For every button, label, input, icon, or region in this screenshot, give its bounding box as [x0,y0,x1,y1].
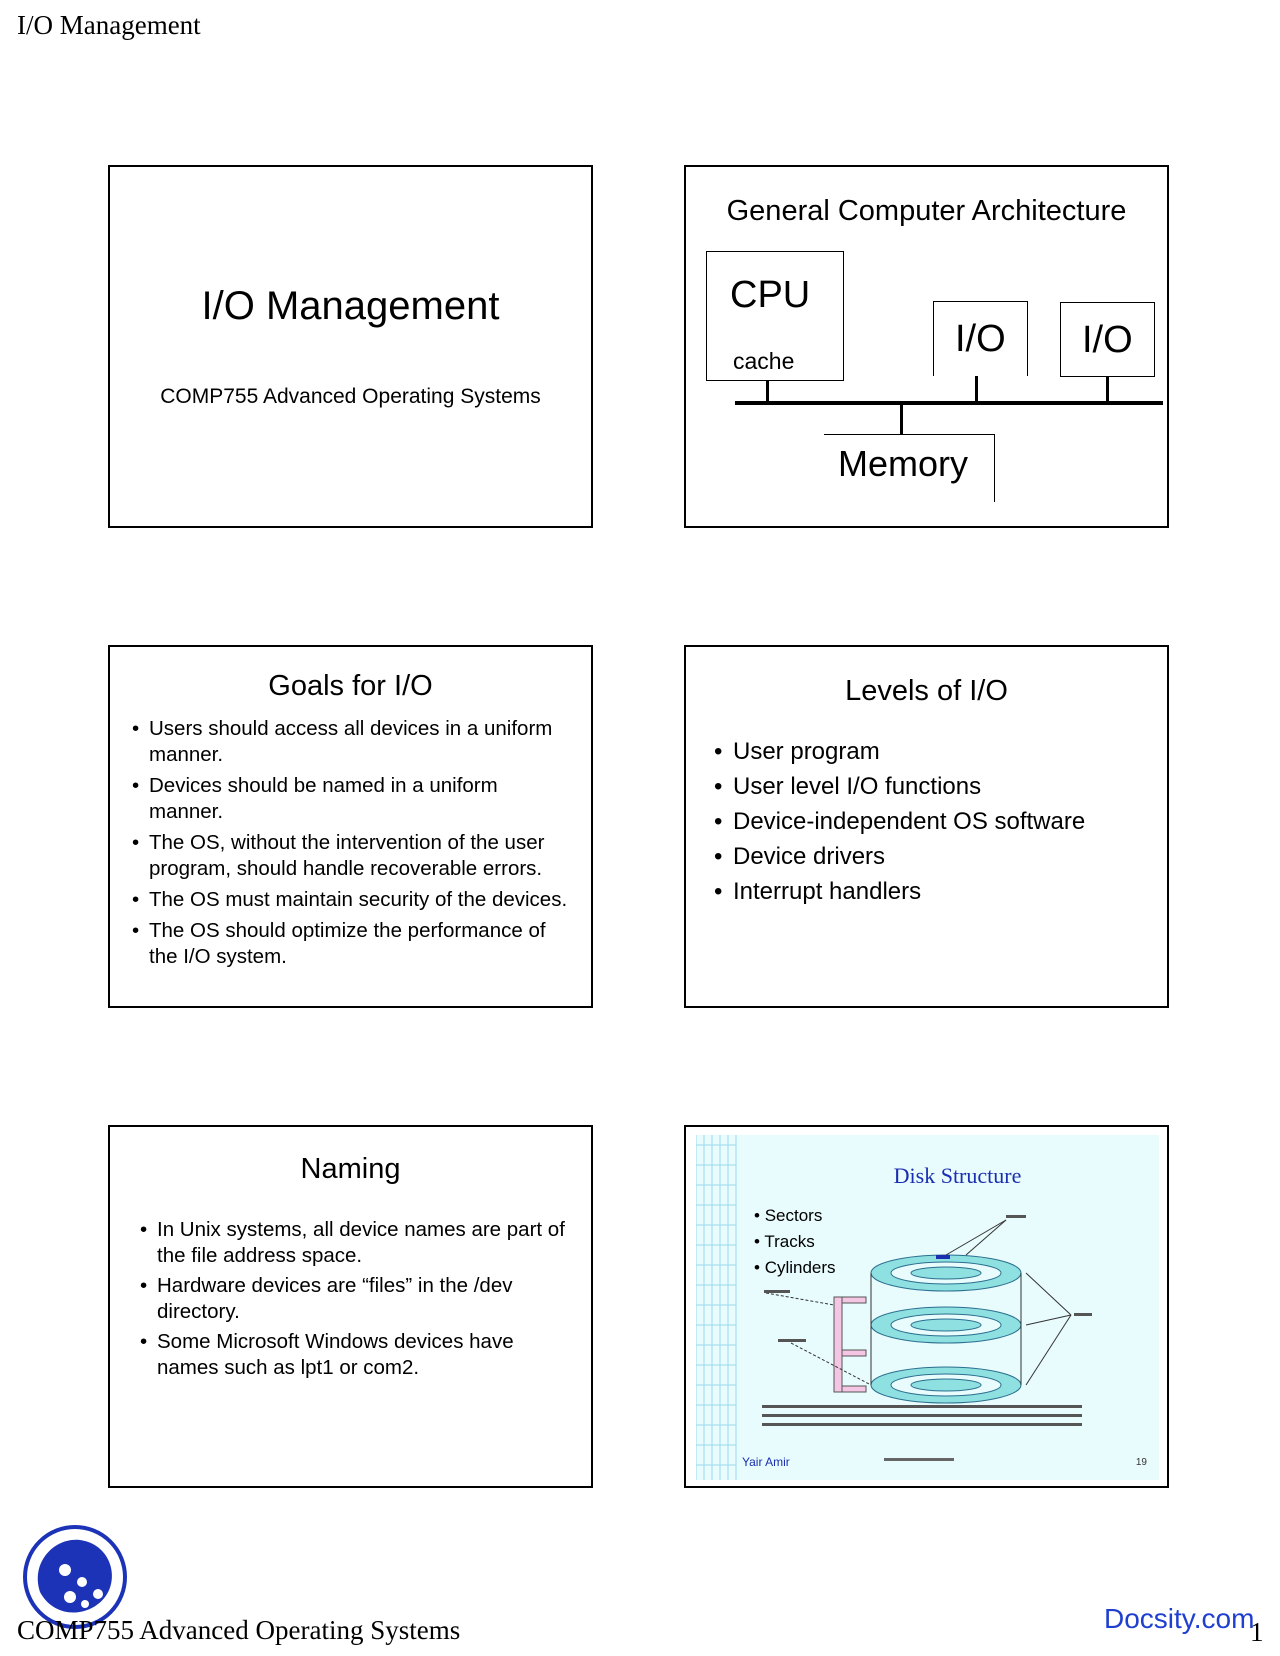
slide-heading: Naming [300,1153,401,1185]
bus-connector [900,404,903,434]
list-item: Cylinders [754,1255,836,1281]
slide-levels: Levels of I/O User program User level I/… [684,645,1169,1008]
slide-heading: Goals for I/O [268,670,433,702]
docsity-brand-link[interactable]: Docsity.com [1104,1603,1255,1634]
list-item: Hardware devices are “files” in the /dev… [138,1273,573,1325]
list-item: The OS must maintain security of the dev… [130,887,573,913]
cpu-box: CPU cache [706,251,844,381]
disk-diagram [696,1135,1092,1480]
list-item: The OS, without the intervention of the … [130,830,573,882]
list-item: In Unix systems, all device names are pa… [138,1217,573,1269]
io-label: I/O [1082,319,1133,361]
illegible-text [884,1458,954,1461]
bus-connector [975,376,978,402]
list-item: User program [714,735,1157,769]
list-item: Device drivers [714,840,1157,874]
slide-heading: I/O Management [201,284,500,328]
slide-disk-structure: Disk Structure Sectors Tracks Cylinders … [684,1125,1169,1488]
io-label: I/O [955,318,1006,360]
cache-label: cache [733,348,795,374]
slide-subtitle: COMP755 Advanced Operating Systems [160,385,541,408]
list-item: Tracks [754,1229,836,1255]
list-item: Device-independent OS software [714,805,1157,839]
slide-architecture: General Computer Architecture CPU cache … [684,165,1169,528]
slide-heading: Levels of I/O [845,675,1008,707]
bullet-list: In Unix systems, all device names are pa… [138,1217,573,1385]
slide-naming: Naming In Unix systems, all device names… [108,1125,593,1488]
list-item: The OS should optimize the performance o… [130,918,573,970]
list-item: Sectors [754,1203,836,1229]
bullet-list: Users should access all devices in a uni… [130,716,573,975]
page-header: I/O Management [17,10,201,40]
disk-structure-image: Disk Structure Sectors Tracks Cylinders … [696,1135,1159,1480]
bus-connector [1106,377,1109,402]
disk-slide-author: Yair Amir [742,1455,790,1469]
bullet-list: User program User level I/O functions De… [714,735,1157,910]
disk-slide-title: Disk Structure [893,1163,1022,1188]
list-item: Some Microsoft Windows devices have name… [138,1329,573,1381]
memory-label: Memory [838,443,969,484]
io-box: I/O [933,301,1028,376]
list-item: Devices should be named in a uniform man… [130,773,573,825]
slide-goals: Goals for I/O Users should access all de… [108,645,593,1008]
disk-slide-page-number: 19 [1135,1457,1147,1468]
list-item: Users should access all devices in a uni… [130,716,573,768]
cpu-label: CPU [730,274,811,316]
io-box: I/O [1060,302,1155,377]
list-item: User level I/O functions [714,770,1157,804]
system-bus [735,401,1163,405]
bullet-list: Sectors Tracks Cylinders [754,1203,836,1281]
footer-course-title: COMP755 Advanced Operating Systems [17,1615,461,1645]
bus-connector [766,380,769,402]
page-number: 1 [1250,1617,1264,1647]
memory-box: Memory [824,434,995,502]
list-item: Interrupt handlers [714,875,1157,909]
disk-slide-footer-text [884,1456,954,1467]
docsity-logo [23,1525,127,1629]
slide-heading: General Computer Architecture [726,195,1127,227]
slide-title: I/O Management COMP755 Advanced Operatin… [108,165,593,528]
